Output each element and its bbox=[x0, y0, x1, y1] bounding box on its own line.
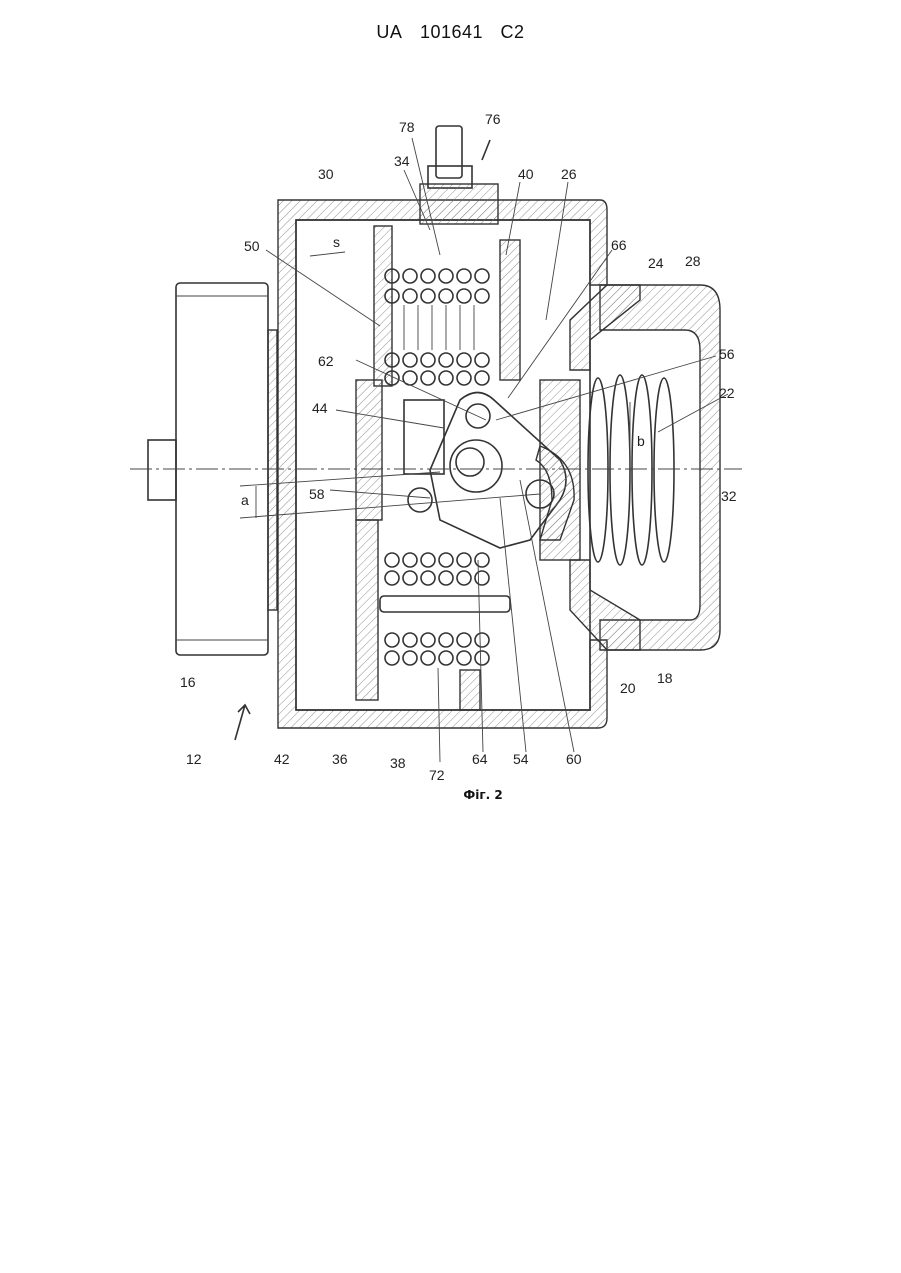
label-78: 78 bbox=[399, 119, 415, 135]
label-76: 76 bbox=[485, 111, 501, 127]
label-30: 30 bbox=[318, 166, 334, 182]
label-50: 50 bbox=[244, 238, 260, 254]
label-64: 64 bbox=[472, 751, 488, 767]
label-26: 26 bbox=[561, 166, 577, 182]
label-s: s bbox=[333, 234, 340, 250]
label-42: 42 bbox=[274, 751, 290, 767]
label-b: b bbox=[637, 433, 645, 449]
figure-caption: Фіг. 2 bbox=[0, 788, 901, 802]
upper-spring-pack bbox=[374, 226, 520, 386]
label-44: 44 bbox=[312, 400, 328, 416]
label-12: 12 bbox=[186, 751, 202, 767]
label-62: 62 bbox=[318, 353, 334, 369]
label-24: 24 bbox=[648, 255, 664, 271]
label-16: 16 bbox=[180, 674, 196, 690]
label-60: 60 bbox=[566, 751, 582, 767]
label-34: 34 bbox=[394, 153, 410, 169]
spring-housing bbox=[570, 285, 720, 650]
label-18: 18 bbox=[657, 670, 673, 686]
label-22: 22 bbox=[719, 385, 735, 401]
lower-spring-pack bbox=[356, 520, 510, 710]
label-56: 56 bbox=[719, 346, 735, 362]
label-28: 28 bbox=[685, 253, 701, 269]
label-72: 72 bbox=[429, 767, 445, 783]
label-a: a bbox=[241, 492, 249, 508]
top-bolt bbox=[420, 126, 498, 224]
label-58: 58 bbox=[309, 486, 325, 502]
label-20: 20 bbox=[620, 680, 636, 696]
label-32: 32 bbox=[721, 488, 737, 504]
label-66: 66 bbox=[611, 237, 627, 253]
label-40: 40 bbox=[518, 166, 534, 182]
label-54: 54 bbox=[513, 751, 529, 767]
label-36: 36 bbox=[332, 751, 348, 767]
label-38: 38 bbox=[390, 755, 406, 771]
